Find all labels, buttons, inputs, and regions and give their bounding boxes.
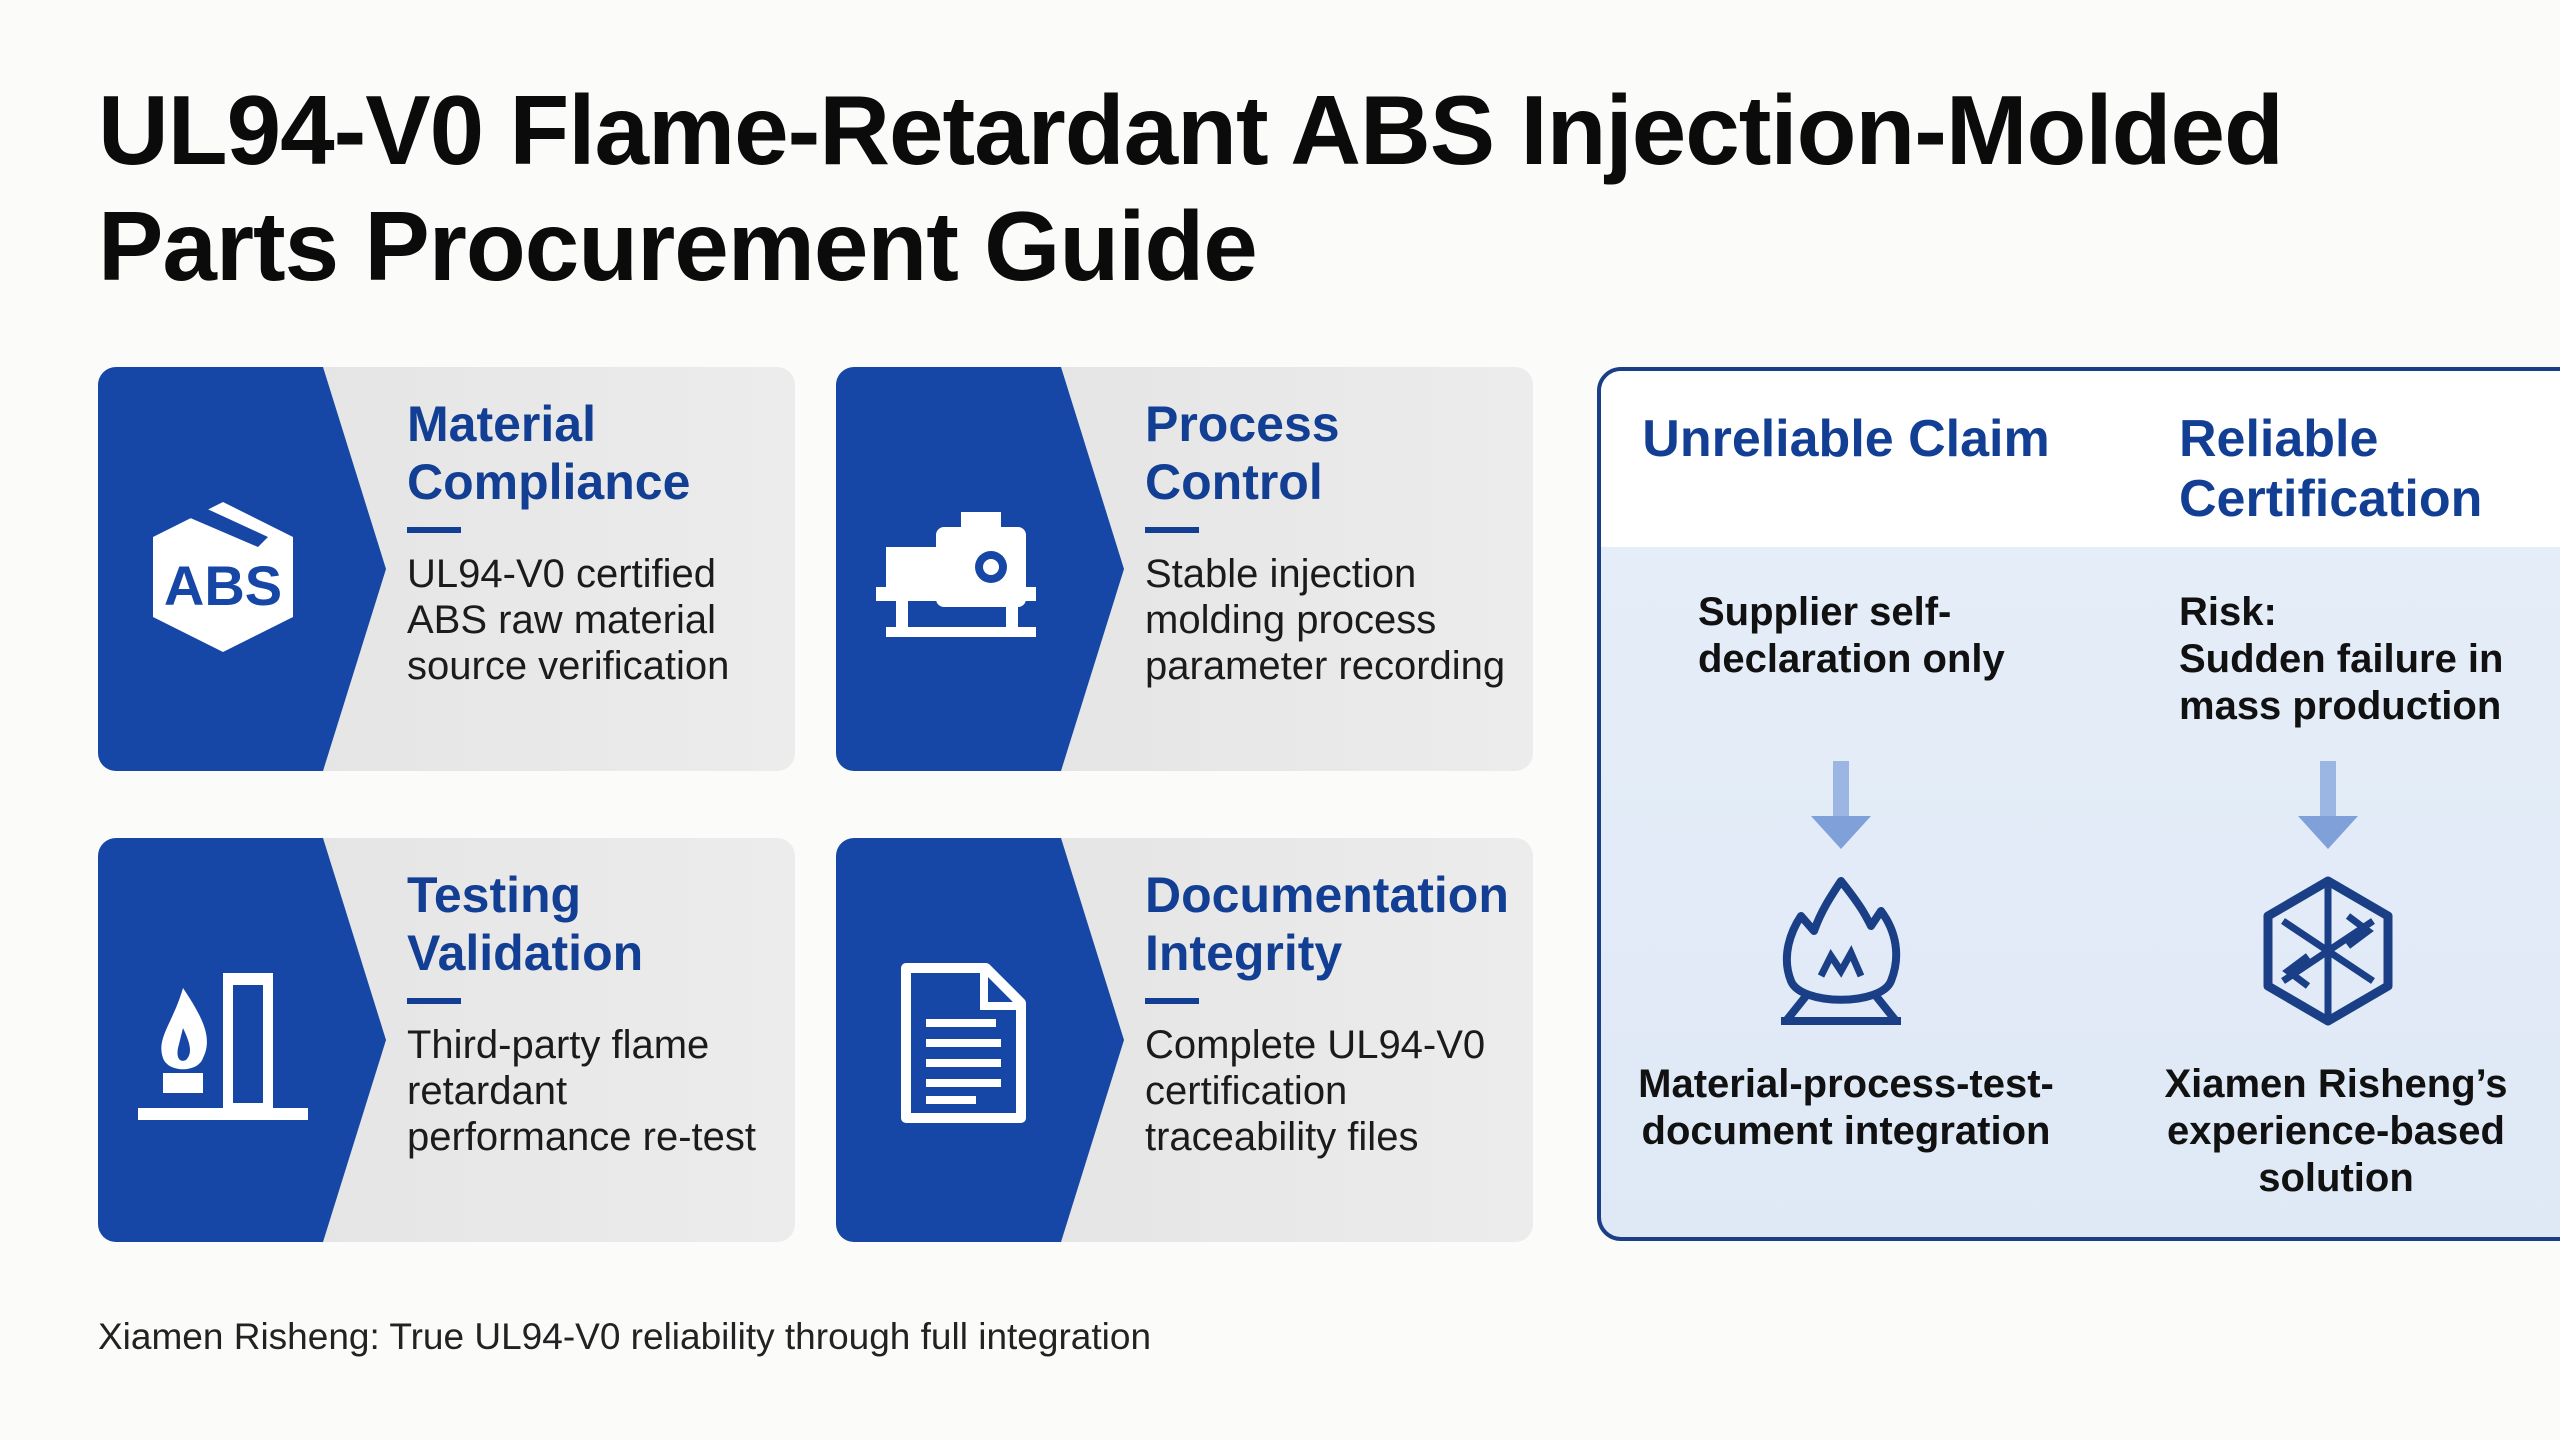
result-text: Xiamen Risheng’s experience-based soluti… [2164,1062,2508,1200]
card-material-compliance: ABS Material Compliance UL94-V0 certifie… [98,367,795,771]
column-heading: Unreliable Claim [1642,410,2050,468]
card-heading: Material Compliance [407,396,691,510]
page-title: UL94-V0 Flame-Retardant ABS Injection-Mo… [98,72,2284,304]
flame-icon [1781,877,1901,1025]
risk-label: Risk: [2179,590,2277,634]
risk-text: Risk: Sudden failure in mass production [2179,589,2560,730]
title-line-2: Parts Procurement Guide [98,191,1258,301]
title-line-1: UL94-V0 Flame-Retardant ABS Injection-Mo… [98,75,2284,185]
document-icon [901,963,1026,1123]
result-text: Material-process-test-document integrati… [1638,1062,2054,1153]
card-process-control: Process Control Stable injection molding… [836,367,1533,771]
card-body: Third-party flame retardant performance … [407,1023,757,1159]
arrow-down-icon [1811,761,1871,849]
divider [1145,998,1199,1004]
card-body: Complete UL94-V0 certification traceabil… [1145,1023,1486,1159]
panel-header [1601,371,2560,547]
comparison-panel: Unreliable Claim Supplier self-declarati… [1597,367,2560,1241]
injection-machine-icon [876,512,1036,637]
card-body: Stable injection molding process paramet… [1145,552,1506,688]
card-heading: Process Control [1145,396,1340,510]
risk-description: Sudden failure in mass production [2179,637,2504,728]
footer-tagline: Xiamen Risheng: True UL94-V0 reliability… [98,1316,1152,1357]
hexagon-network-icon [2263,876,2393,1026]
abs-box-icon: ABS [153,502,293,652]
card-heading: Documentation Integrity [1145,867,1509,981]
card-documentation-integrity: Documentation Integrity Complete UL94-V0… [836,838,1533,1242]
arrow-down-icon [2298,761,2358,849]
divider [1145,527,1199,533]
column-heading: Reliable Certification [2179,410,2483,528]
card-accent [98,838,386,1242]
card-testing-validation: Testing Validation Third-party flame ret… [98,838,795,1242]
claim-text: Supplier self-declaration only [1698,590,2005,681]
svg-text:ABS: ABS [164,554,282,617]
flame-test-icon [138,973,308,1120]
column-reliable: Reliable Certification Risk: Sudden fail… [2091,371,2560,1237]
card-body: UL94-V0 certified ABS raw material sourc… [407,552,730,688]
card-heading: Testing Validation [407,867,644,981]
column-unreliable: Unreliable Claim Supplier self-declarati… [1601,371,2091,1237]
divider [407,527,461,533]
divider [407,998,461,1004]
